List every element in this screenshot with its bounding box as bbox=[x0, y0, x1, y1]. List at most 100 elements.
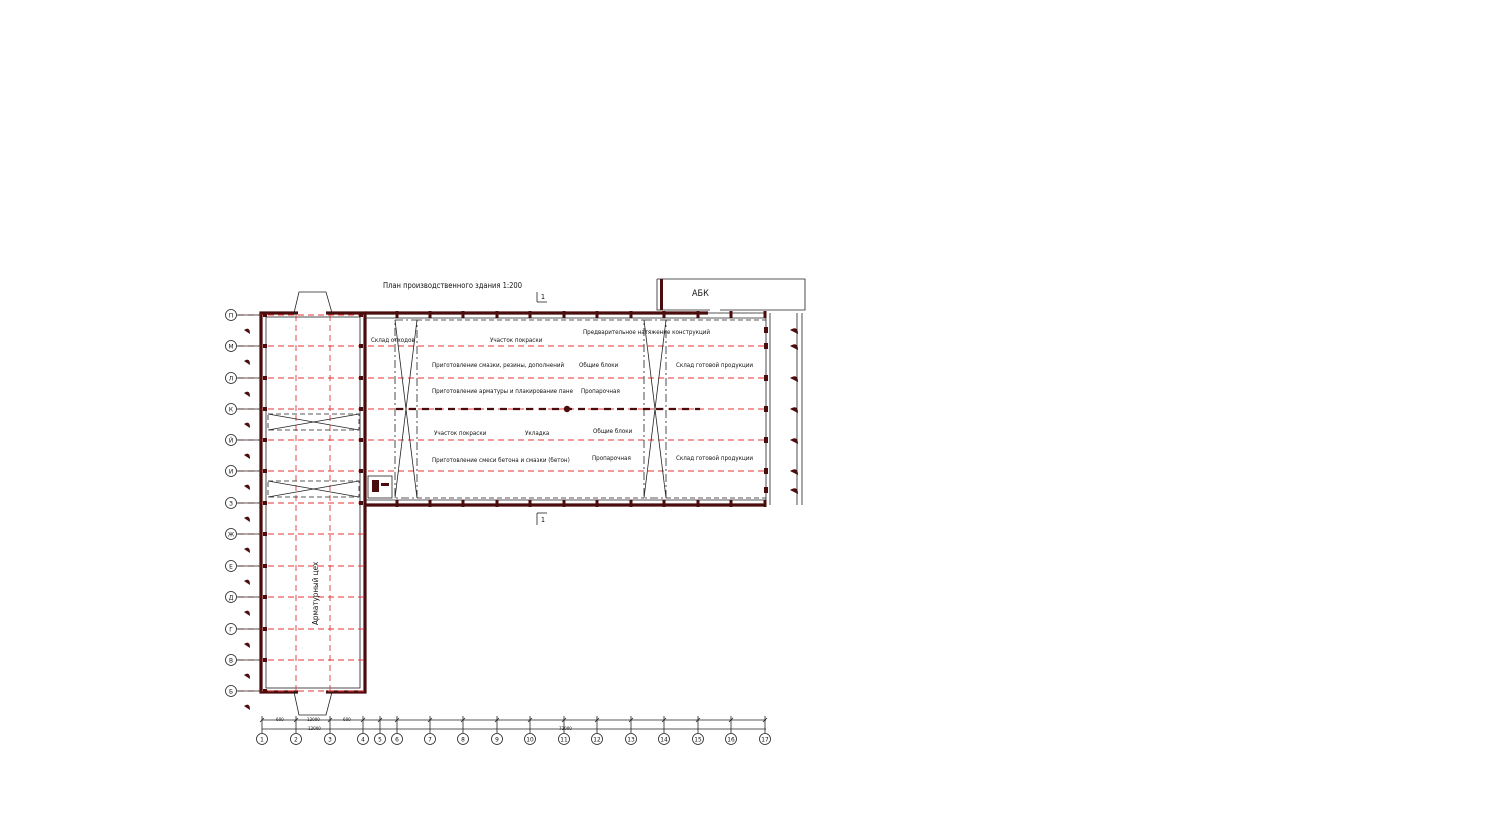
room-label: Пропарочная bbox=[592, 455, 631, 462]
wall-column bbox=[263, 595, 267, 599]
section-mark-bottom: 1 bbox=[536, 512, 547, 525]
axis-bubble: 11 bbox=[558, 716, 570, 745]
axis-bubble: 12 bbox=[591, 716, 603, 745]
axis-bubble-label: Й bbox=[229, 435, 233, 444]
section-mark-top: 1 bbox=[536, 292, 547, 303]
axis-bubble-label: К bbox=[229, 405, 234, 413]
axis-bubble-label: 5 bbox=[378, 735, 382, 743]
room-label: Укладка bbox=[525, 430, 549, 437]
wall-column bbox=[562, 311, 566, 318]
axis-bubble: И bbox=[225, 465, 262, 477]
axis-bubble: 16 bbox=[725, 716, 737, 745]
wall-column bbox=[359, 344, 363, 348]
wall-column bbox=[595, 311, 599, 318]
wall-column bbox=[495, 311, 499, 318]
wall-column bbox=[263, 344, 267, 348]
axis-bubble-label: З bbox=[229, 499, 233, 507]
wall-column bbox=[244, 516, 250, 522]
wall-column bbox=[528, 311, 532, 318]
axis-bubble: Г bbox=[225, 623, 262, 635]
axis-bubble: В bbox=[225, 654, 262, 666]
axis-bubble-label: 12 bbox=[593, 735, 601, 743]
axis-bubble: Й bbox=[225, 434, 262, 446]
wall-column bbox=[244, 391, 250, 397]
axis-bubble-label: 7 bbox=[428, 735, 432, 743]
room-label: Склад готовой продукции bbox=[676, 361, 753, 369]
wall-column bbox=[764, 343, 768, 349]
room-label: Приготовление смазки, резины, дополнений bbox=[432, 361, 564, 369]
axis-bubble-label: 10 bbox=[526, 735, 534, 743]
wall-column bbox=[696, 311, 700, 318]
section-mark-bottom-label: 1 bbox=[541, 516, 545, 524]
dimension-tick bbox=[762, 717, 768, 723]
axis-bubble: 14 bbox=[658, 716, 670, 745]
wall-column bbox=[764, 327, 768, 333]
wall-column bbox=[263, 689, 267, 693]
axis-bubble-label: И bbox=[229, 467, 233, 475]
room-label: Приготовление смеси бетона и смазки (бет… bbox=[432, 456, 570, 464]
wall-column bbox=[764, 487, 768, 493]
wall-column bbox=[763, 500, 767, 507]
wall-column bbox=[662, 500, 666, 507]
axis-bubble-label: Б bbox=[229, 687, 233, 695]
axis-bubble-label: 8 bbox=[461, 735, 465, 743]
wall-column bbox=[764, 375, 768, 381]
axis-bubble-label: 11 bbox=[560, 735, 568, 743]
dimension-tick bbox=[661, 717, 667, 723]
axis-bubble: 15 bbox=[692, 716, 704, 745]
wall-column bbox=[263, 376, 267, 380]
wall-column bbox=[359, 438, 363, 442]
section-mark-top-label: 1 bbox=[541, 293, 545, 301]
wall-column bbox=[359, 376, 363, 380]
axis-bubble: 17 bbox=[759, 716, 771, 745]
room-label: Пропарочная bbox=[581, 388, 620, 395]
axis-bubble-label: 14 bbox=[660, 735, 668, 743]
wall-column bbox=[395, 500, 399, 507]
axis-bubble: М bbox=[225, 340, 262, 352]
wall-column bbox=[244, 610, 250, 616]
axis-bubble-label: Д bbox=[229, 593, 234, 601]
axis-bubble: Л bbox=[225, 372, 262, 384]
wall-column bbox=[428, 500, 432, 507]
wall-column bbox=[790, 469, 798, 475]
axis-bubble-label: Л bbox=[229, 374, 233, 382]
grid-axes bbox=[238, 314, 765, 692]
axis-bubble: Б bbox=[225, 685, 262, 697]
axis-bubble-label: 9 bbox=[495, 735, 499, 743]
wall-column bbox=[359, 501, 363, 505]
conveyor-line bbox=[396, 405, 700, 413]
dimension-tick bbox=[360, 717, 366, 723]
wall-column bbox=[263, 438, 267, 442]
wall-column bbox=[244, 579, 250, 585]
wall-column bbox=[764, 437, 768, 443]
axis-bubble: К bbox=[225, 403, 262, 415]
annex-walls bbox=[259, 291, 367, 716]
wall-column bbox=[790, 328, 798, 334]
wall-column bbox=[244, 359, 250, 365]
equipment-block bbox=[367, 475, 393, 499]
wall-column bbox=[729, 311, 733, 318]
room-label: Общие блоки bbox=[579, 361, 619, 369]
wall-column bbox=[764, 406, 768, 412]
room-label: Склад готовой продукции bbox=[676, 454, 753, 462]
plan-title: План производственного здания 1:200 bbox=[383, 281, 522, 290]
axis-bubble-label: 1 bbox=[260, 735, 264, 743]
axis-bubble-label: М bbox=[228, 342, 233, 350]
wall-column bbox=[244, 673, 250, 679]
crane-runways bbox=[267, 319, 766, 499]
wall-column bbox=[729, 500, 733, 507]
axis-bubble-label: 16 bbox=[727, 735, 735, 743]
dimension-tick bbox=[460, 717, 466, 723]
dimension-chain: 600 12000 600 12000 72000 bbox=[262, 717, 766, 732]
wall-column bbox=[244, 328, 250, 334]
wall-column bbox=[790, 488, 798, 494]
dimension-tick bbox=[695, 717, 701, 723]
axis-bubble: 13 bbox=[625, 716, 637, 745]
wall-column bbox=[790, 407, 798, 413]
axis-bubble-label: 3 bbox=[328, 735, 332, 743]
wall-column bbox=[395, 311, 399, 318]
dimension-tick bbox=[628, 717, 634, 723]
axis-bubble: 7 bbox=[424, 716, 436, 745]
